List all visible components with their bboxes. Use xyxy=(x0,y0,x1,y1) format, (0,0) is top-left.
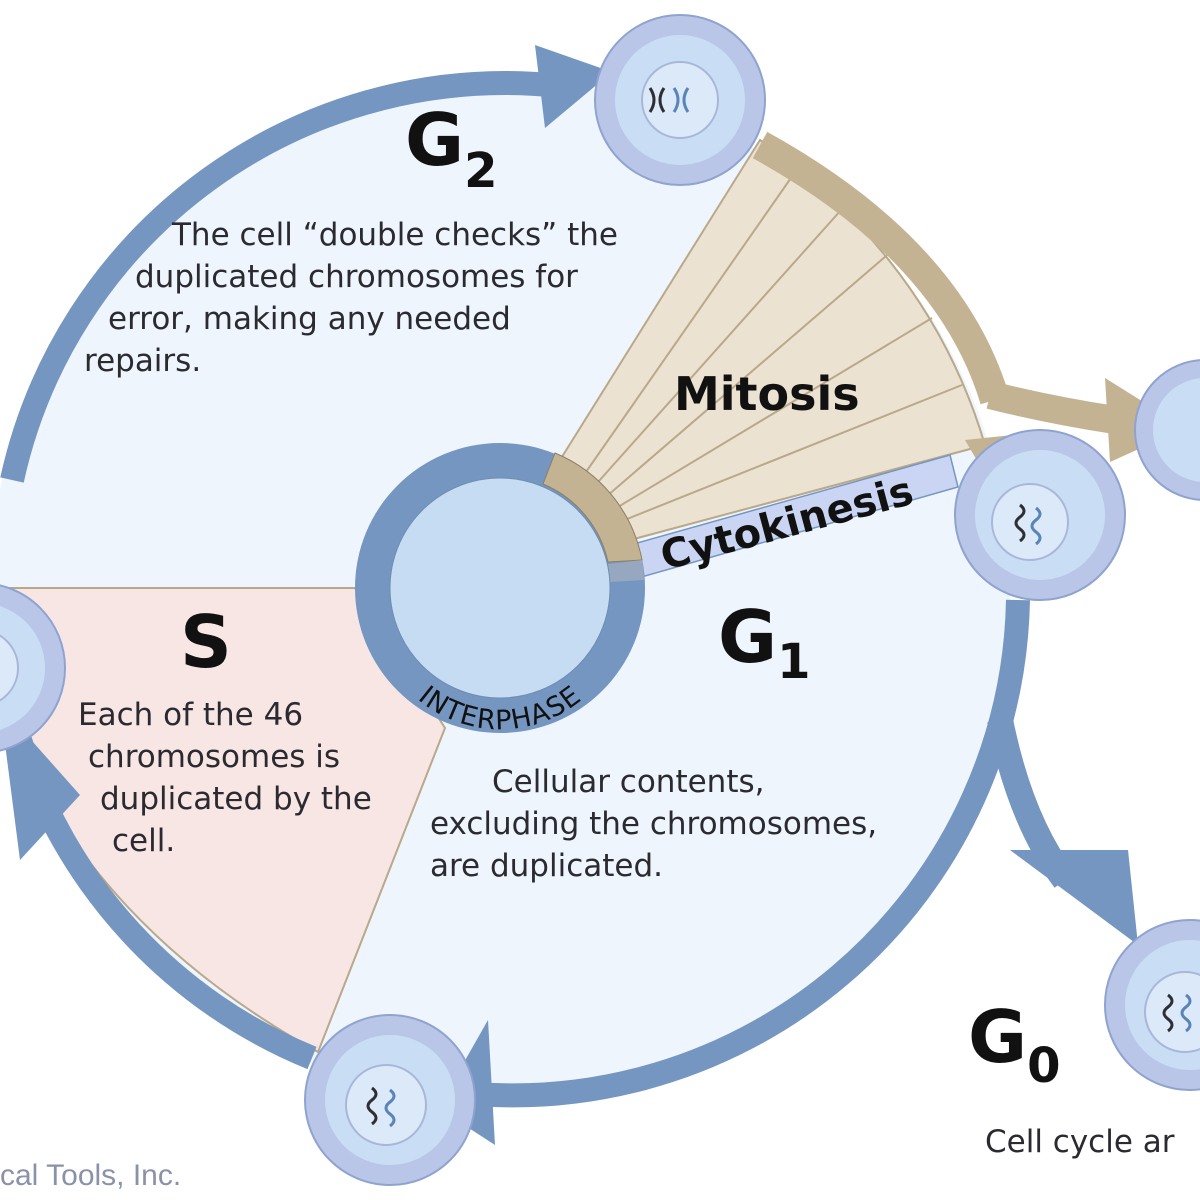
s-description: Each of the 46 chromosomes is duplicated… xyxy=(78,697,372,859)
svg-text:error, making any needed: error, making any needed xyxy=(108,301,511,337)
svg-text:Each of the 46: Each of the 46 xyxy=(78,697,303,733)
svg-text:repairs.: repairs. xyxy=(84,343,201,379)
chromosome-icon xyxy=(1014,503,1042,546)
mitosis-label: Mitosis xyxy=(674,367,860,421)
spindle-line xyxy=(592,249,894,509)
cell-g0 xyxy=(1104,919,1200,1091)
cell-daughter-right xyxy=(1134,359,1200,501)
arrowhead-to-g0-cell xyxy=(1010,850,1138,945)
interphase-ring: INTERPHASE xyxy=(355,443,645,737)
interphase-center xyxy=(389,477,611,699)
cell-after-mitosis xyxy=(954,429,1126,601)
spindle-line xyxy=(571,164,801,493)
svg-text:Cellular contents,: Cellular contents, xyxy=(492,764,765,800)
mitosis-split-arrow xyxy=(986,381,1118,434)
s-label: S xyxy=(180,600,232,684)
copyright-credit: cal Tools, Inc. xyxy=(0,1159,181,1192)
svg-text:are duplicated.: are duplicated. xyxy=(430,848,663,884)
svg-text:excluding the chromosomes,: excluding the chromosomes, xyxy=(430,806,877,842)
cytokinesis-ring-segment xyxy=(608,560,644,582)
g2-description: The cell “double checks” the duplicated … xyxy=(84,217,618,379)
svg-text:duplicated chromosomes for: duplicated chromosomes for xyxy=(135,259,578,295)
spindle-line xyxy=(581,199,851,501)
chromosome-icon xyxy=(366,1086,396,1128)
cell-g1 xyxy=(304,1014,476,1186)
duplicated-chromosome-icon xyxy=(648,87,690,113)
g0-label: G0 xyxy=(968,995,1061,1094)
cell-s xyxy=(0,584,66,752)
spindle-line xyxy=(611,384,963,526)
svg-text:duplicated by the: duplicated by the xyxy=(100,781,372,817)
mitosis-arrow xyxy=(752,131,1010,405)
svg-text:cell.: cell. xyxy=(112,823,175,859)
spindle-line xyxy=(602,317,933,517)
svg-text:The cell “double checks” the: The cell “double checks” the xyxy=(171,217,618,253)
arrowhead-to-g2-cell xyxy=(535,45,612,128)
chromosome-icon xyxy=(1162,993,1192,1033)
g2-label: G2 xyxy=(405,98,498,199)
g1-label: G1 xyxy=(718,595,811,690)
svg-text:chromosomes is: chromosomes is xyxy=(88,739,340,775)
g0-description: Cell cycle ar xyxy=(985,1124,1175,1160)
cell-g2 xyxy=(594,14,766,186)
g1-description: Cellular contents, excluding the chromos… xyxy=(430,764,877,884)
